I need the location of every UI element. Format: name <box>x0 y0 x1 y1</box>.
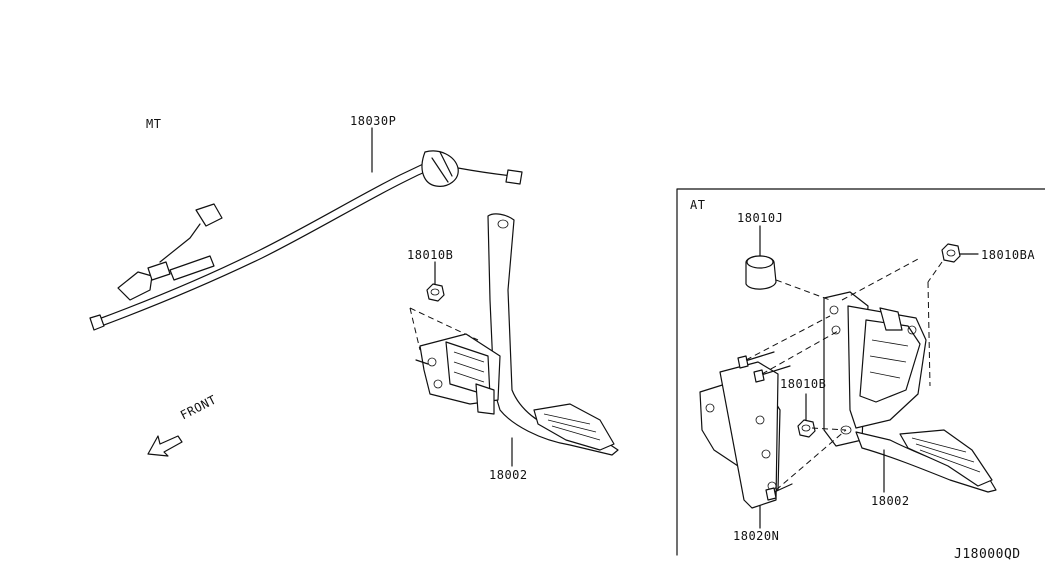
accelerator-cable <box>90 151 522 330</box>
at-install-dashes <box>746 258 920 490</box>
section-label-at: AT <box>690 198 706 212</box>
part-label-nut-at-1: 18010BA <box>981 248 1036 262</box>
cap-at-shape <box>746 256 776 289</box>
nut-at-1-shape <box>942 244 960 262</box>
section-label-mt: MT <box>146 117 162 131</box>
part-label-cap-at: 18010J <box>737 211 784 225</box>
at-section-frame <box>677 189 1045 555</box>
bracket-at-shape <box>700 352 792 508</box>
part-label-cable: 18030P <box>350 114 397 128</box>
pedal-at-shape <box>824 292 996 492</box>
at-dash-right <box>928 262 942 386</box>
part-label-pedal-mt: 18002 <box>489 468 528 482</box>
part-label-bracket-at: 18020N <box>733 529 780 543</box>
diagram-code: J18000QD <box>954 547 1021 562</box>
part-label-nut-at-2: 18010B <box>780 377 827 391</box>
part-label-pedal-at: 18002 <box>871 494 910 508</box>
pedal-mt-shape <box>416 214 618 455</box>
part-label-nut-mt: 18010B <box>407 248 454 262</box>
nut-mt-shape <box>427 284 444 301</box>
front-arrow <box>148 436 182 456</box>
nut-at-2-shape <box>798 420 815 437</box>
